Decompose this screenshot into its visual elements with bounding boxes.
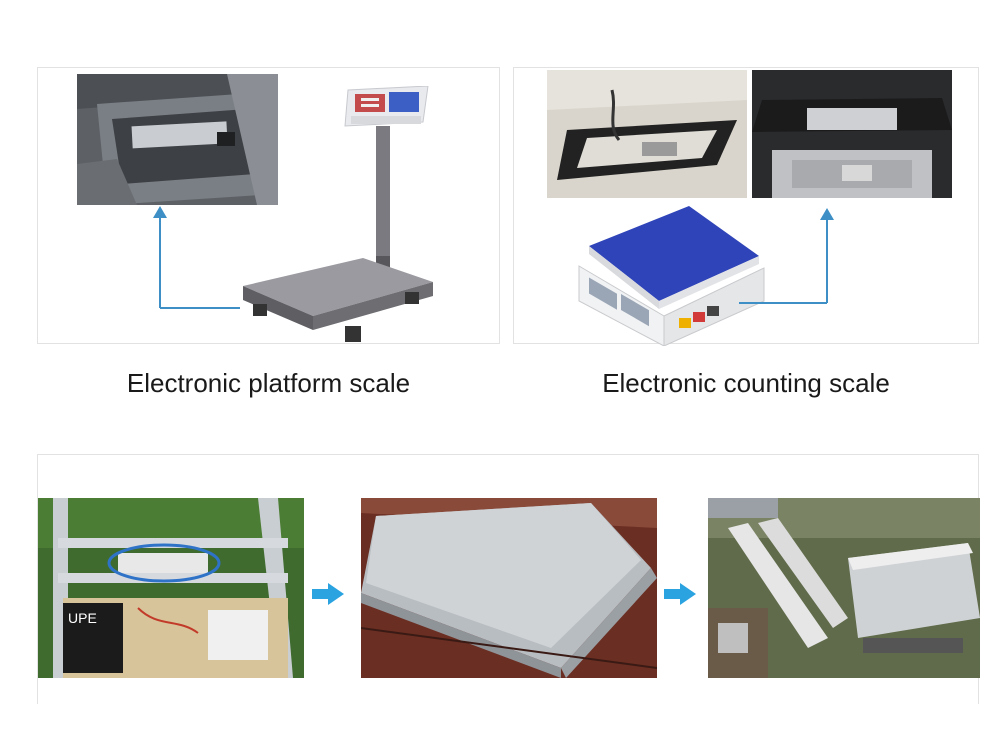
platform-scale-illustration (243, 86, 433, 342)
annotation-connector-right (739, 208, 834, 304)
battery-label: UPE (68, 610, 97, 626)
counting-scale-illustration (578, 206, 765, 346)
installed-scale-photo (708, 498, 980, 678)
platform-scale-panel (37, 67, 500, 344)
process-panel: UPE (37, 454, 980, 704)
up-arrow-icon (820, 208, 834, 220)
right-arrow-icon (664, 583, 696, 605)
counting-scale-caption: Electronic counting scale (602, 368, 890, 398)
load-cell-closeup-photo (77, 74, 278, 205)
annotation-connector (153, 206, 240, 309)
steel-plate-photo (361, 498, 657, 678)
frame-loadcell-battery-photo: UPE (38, 498, 304, 678)
scale-frame-photo (547, 70, 747, 198)
right-arrow-icon (312, 583, 344, 605)
counting-scale-panel (513, 67, 979, 346)
up-arrow-icon (153, 206, 167, 218)
platform-scale-caption: Electronic platform scale (126, 368, 411, 398)
scale-internal-photo (752, 70, 952, 198)
ellipse-highlight (107, 543, 221, 583)
